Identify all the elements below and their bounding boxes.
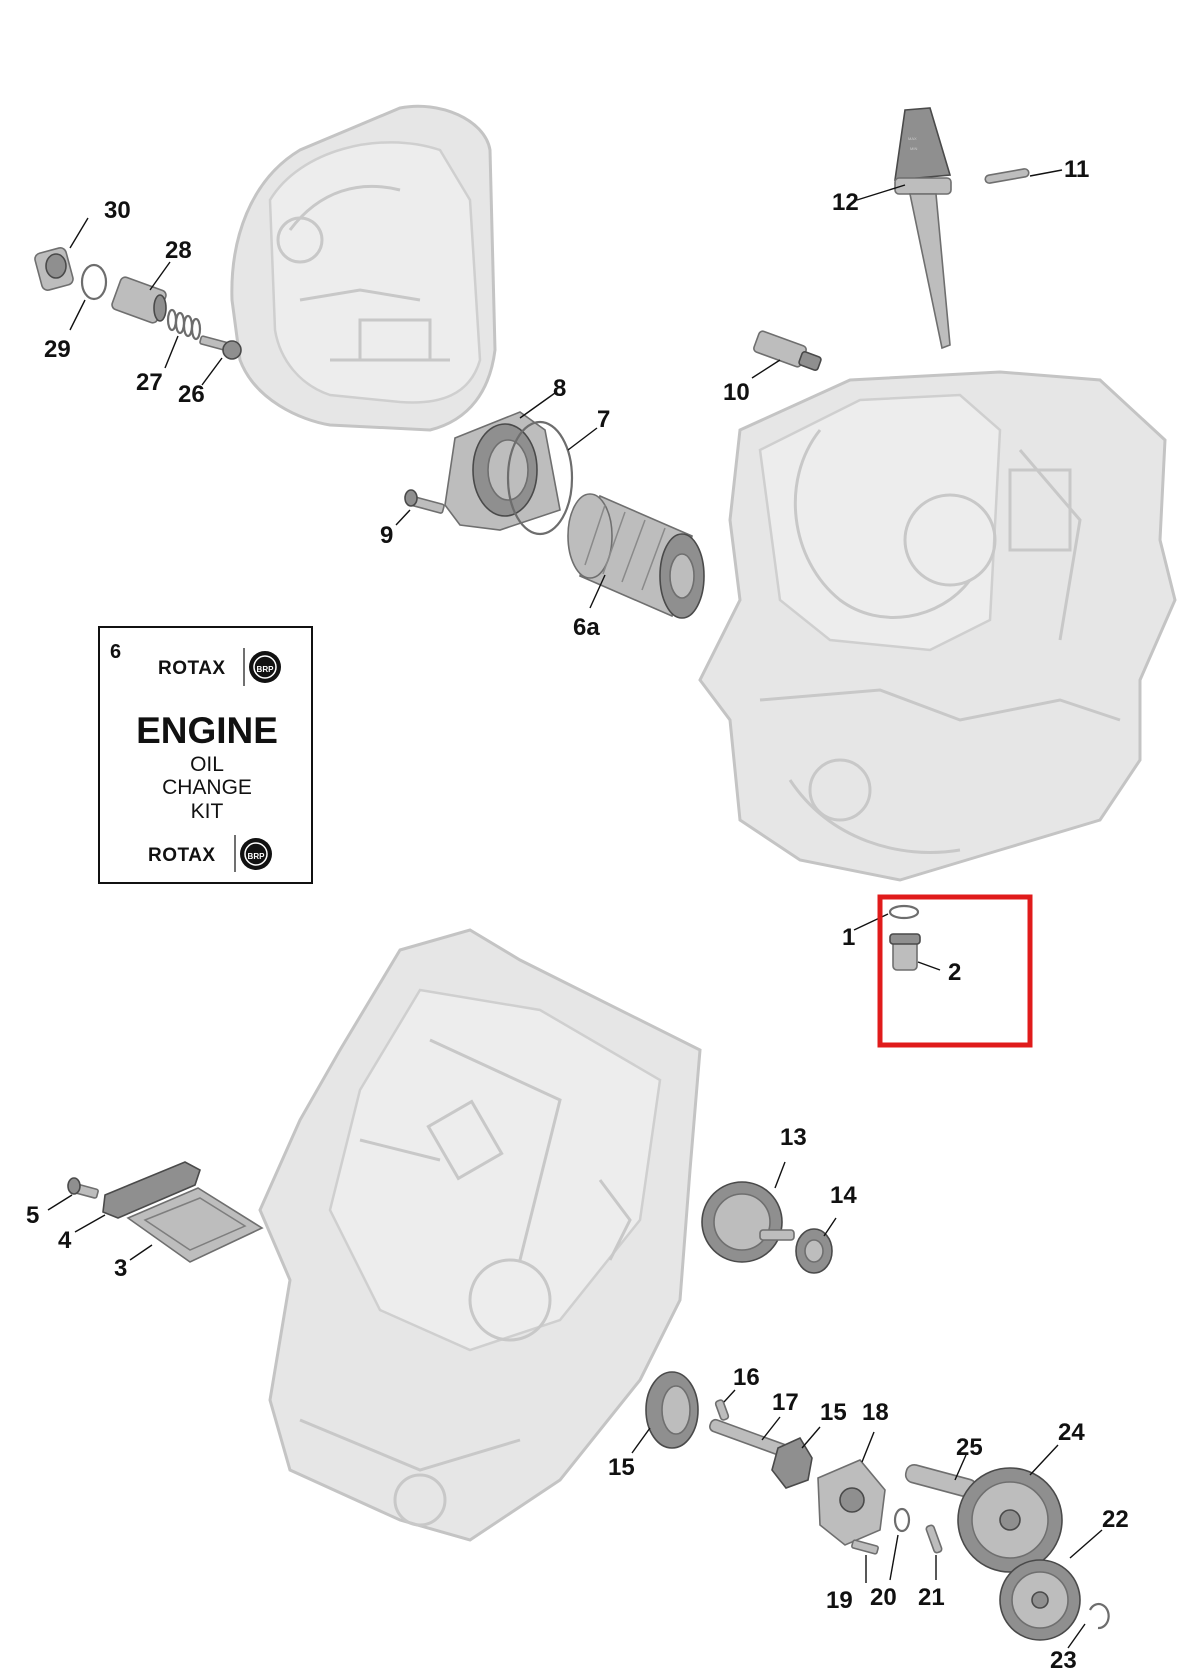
part-19-screw[interactable]: [851, 1539, 879, 1555]
label-17[interactable]: 17: [772, 1389, 799, 1416]
label-18[interactable]: 18: [862, 1399, 889, 1426]
kit-brand-bottom: ROTAX: [148, 845, 216, 866]
label-16[interactable]: 16: [733, 1364, 760, 1391]
part-27-spring[interactable]: [166, 308, 202, 341]
part-12-dipstick[interactable]: MAX MIN: [894, 107, 952, 350]
part-5-bolt[interactable]: [67, 1177, 99, 1199]
label-9[interactable]: 9: [380, 522, 393, 549]
label-5[interactable]: 5: [26, 1202, 39, 1229]
leader-lines: [47, 169, 1103, 1649]
part-28-sleeve[interactable]: [111, 276, 168, 324]
kit-number: 6: [110, 641, 121, 663]
label-19[interactable]: 19: [826, 1587, 853, 1614]
part-14-seal[interactable]: [795, 1228, 833, 1274]
part-4-strap[interactable]: [102, 1161, 201, 1219]
highlight-box-drain-plug: [877, 894, 1033, 1048]
part-2-drain-plug[interactable]: [889, 933, 921, 971]
part-8-filter-cover[interactable]: [444, 411, 561, 531]
label-3[interactable]: 3: [114, 1255, 127, 1282]
label-10[interactable]: 10: [723, 379, 750, 406]
label-28[interactable]: 28: [165, 237, 192, 264]
label-6a[interactable]: 6a: [573, 614, 600, 641]
part-29-o-ring[interactable]: [80, 263, 108, 301]
part-21-pin[interactable]: [925, 1524, 943, 1554]
brp-badge-bottom-text: BRP: [248, 852, 266, 861]
label-26[interactable]: 26: [178, 381, 205, 408]
label-1[interactable]: 1: [842, 924, 855, 951]
part-20-washer[interactable]: [893, 1507, 911, 1533]
part-10-sensor[interactable]: [753, 330, 822, 371]
kit-line-change: CHANGE: [162, 776, 252, 799]
left-crankcase-housing: [258, 928, 702, 1542]
oil-change-kit-card[interactable]: 6 ROTAX BRP ENGINE OIL CHANGE KIT ROTAX …: [98, 626, 313, 884]
label-15-left[interactable]: 15: [608, 1454, 635, 1481]
label-12[interactable]: 12: [832, 189, 859, 216]
part-26-bolt[interactable]: [199, 335, 242, 360]
label-21[interactable]: 21: [918, 1584, 945, 1611]
part-11-pin[interactable]: [984, 168, 1030, 184]
part-6a-oil-filter[interactable]: [567, 493, 705, 619]
part-30-plug[interactable]: [34, 247, 75, 292]
label-30[interactable]: 30: [104, 197, 131, 224]
label-11[interactable]: 11: [1064, 156, 1089, 183]
part-15-pump-ring[interactable]: [645, 1371, 699, 1449]
label-2[interactable]: 2: [948, 959, 961, 986]
label-24[interactable]: 24: [1058, 1419, 1085, 1446]
label-22[interactable]: 22: [1102, 1506, 1129, 1533]
part-1-gasket-ring[interactable]: [888, 904, 920, 920]
magneto-cover-housing: [230, 104, 497, 432]
part-13-gear[interactable]: [701, 1181, 795, 1263]
brp-badge-top-text: BRP: [257, 665, 275, 674]
kit-title: ENGINE: [136, 710, 278, 751]
label-8[interactable]: 8: [553, 375, 566, 402]
part-3-gasket-plate[interactable]: [126, 1187, 264, 1263]
part-24-large-gear[interactable]: [957, 1467, 1063, 1573]
label-15-right[interactable]: 15: [820, 1399, 847, 1426]
part-15-rotor[interactable]: [771, 1436, 813, 1489]
part-16-pin[interactable]: [714, 1399, 730, 1421]
right-crankcase-housing: [698, 370, 1177, 882]
part-7-o-ring[interactable]: [506, 420, 574, 536]
label-23[interactable]: 23: [1050, 1647, 1077, 1674]
label-7[interactable]: 7: [597, 406, 610, 433]
part-23-circlip[interactable]: [1089, 1602, 1110, 1630]
label-25[interactable]: 25: [956, 1434, 983, 1461]
kit-line-kit: KIT: [191, 800, 224, 823]
dipstick-text-min: MIN: [910, 146, 917, 151]
kit-brand-top: ROTAX: [158, 658, 226, 679]
label-27[interactable]: 27: [136, 369, 163, 396]
label-14[interactable]: 14: [830, 1182, 857, 1209]
label-13[interactable]: 13: [780, 1124, 807, 1151]
part-18-pump-cover[interactable]: [817, 1459, 886, 1546]
label-20[interactable]: 20: [870, 1584, 897, 1611]
kit-line-oil: OIL: [190, 753, 224, 776]
part-9-screw[interactable]: [404, 489, 445, 514]
label-29[interactable]: 29: [44, 336, 71, 363]
label-4[interactable]: 4: [58, 1227, 72, 1254]
brp-badge-bottom-icon: BRP: [240, 838, 272, 870]
brp-badge-top-icon: BRP: [249, 651, 281, 683]
dipstick-text-max: MAX: [908, 136, 917, 141]
part-22-gear[interactable]: [999, 1559, 1081, 1641]
